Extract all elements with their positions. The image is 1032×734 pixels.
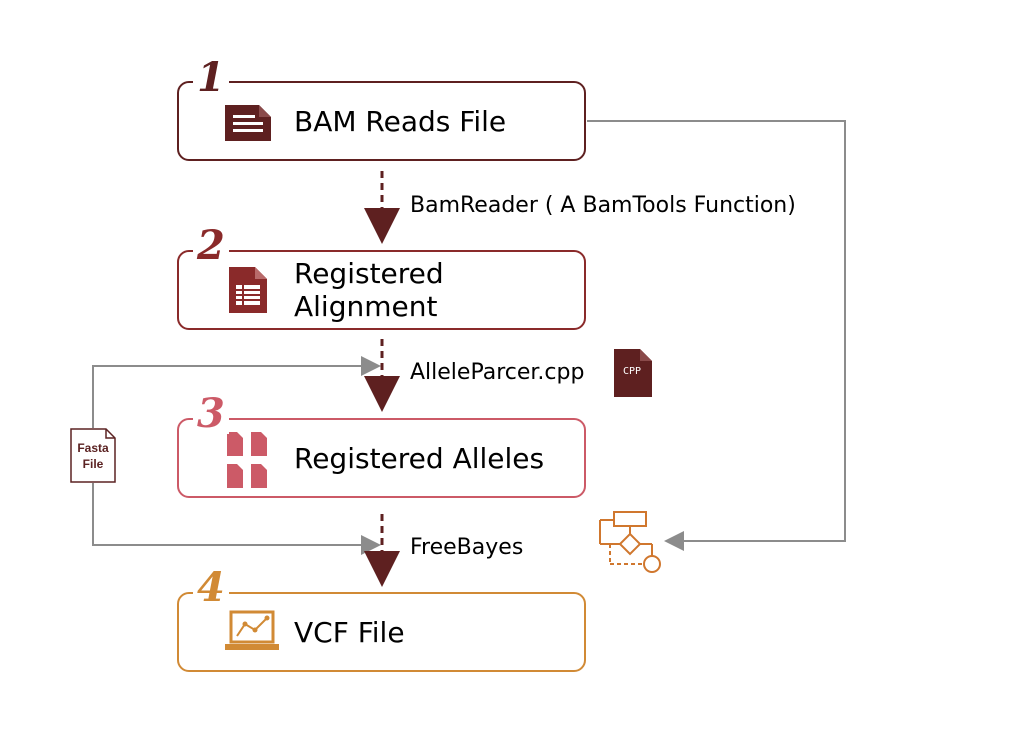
fasta-to-freebayes-connector — [92, 483, 381, 555]
step-label: Registered Alleles — [294, 441, 545, 475]
step-label: Registered Alignment — [294, 257, 444, 323]
spreadsheet-file-icon — [229, 267, 267, 313]
document-lines-icon — [225, 105, 271, 141]
step-bam-reads-file: BAM Reads File — [177, 81, 586, 161]
fasta-label-line2: File — [82, 457, 104, 471]
step-number-4: 4 — [193, 568, 229, 608]
step-registered-alignment: Registered Alignment — [177, 250, 586, 330]
edge-label-freebayes: FreeBayes — [410, 535, 524, 560]
cpp-file-icon — [614, 349, 652, 397]
fasta-to-alleleparcer-connector — [92, 356, 381, 428]
step-label: BAM Reads File — [294, 104, 507, 138]
bam-to-flowchart-connector — [587, 120, 846, 551]
step-vcf-file: VCF File — [177, 592, 586, 672]
fasta-file-icon — [70, 428, 116, 483]
fasta-file-label: Fasta File — [70, 440, 116, 472]
edge-label-bamreader: BamReader ( A BamTools Function) — [410, 193, 796, 218]
fasta-label-line1: Fasta — [77, 441, 109, 455]
step-registered-alleles: Registered Alleles — [177, 418, 586, 498]
cpp-file-icon-text: CPP — [622, 366, 642, 377]
step-number-2: 2 — [193, 226, 229, 266]
step-label: VCF File — [294, 615, 405, 649]
multiple-files-icon — [227, 432, 267, 488]
flowchart-icon — [599, 511, 661, 573]
edge-label-alleleparcer: AlleleParcer.cpp — [410, 360, 585, 385]
step-number-1: 1 — [193, 58, 229, 98]
laptop-chart-icon — [225, 610, 279, 650]
step-number-3: 3 — [193, 394, 229, 434]
